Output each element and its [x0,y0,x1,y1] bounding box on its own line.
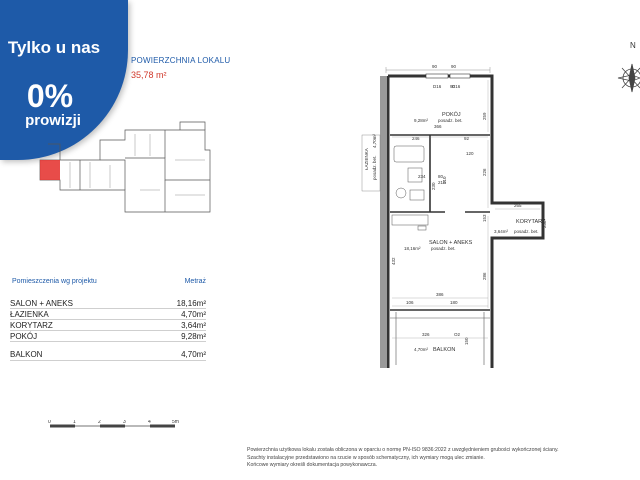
scale-tick: 1 [73,420,76,425]
dim-label: 235 [542,220,547,228]
dim-label: 92 [464,136,470,141]
dim-label: 210 [442,176,447,184]
promo-badge: Tylko u nas 0% prowizji [0,0,128,160]
room-name: ŁAZIENKA [10,310,49,319]
room-area: 9,28m² [181,332,206,341]
scale-unit: 5m [172,420,179,425]
dim-label: 432 [391,257,396,265]
room-area-balkon: 4,70m² [414,347,429,352]
room-name: BALKON [10,350,43,359]
promo-title: Tylko u nas [7,38,101,57]
dim-label: 153 [482,214,487,222]
scale-tick: 3 [123,420,126,425]
dim-label: 90 [451,64,457,69]
room-name: SALON + ANEKS [10,299,73,308]
room-area-korytarz: 3,64m² [494,229,509,234]
scale-bar: 0 1 2 3 4 5m [48,420,179,428]
room-floor-korytarz: posadz. bet. [514,229,539,234]
room-area: 4,70m² [181,310,206,319]
compass-north-label: N [630,41,636,50]
promo-percent: 0% [26,78,74,114]
footnote-line: Powierzchnia użytkowa lokalu została obl… [247,447,559,453]
room-floor-lazienka: posadz. bet. [372,155,377,180]
promo-subtitle: prowizji [25,112,81,129]
scale-tick: 2 [98,420,101,425]
dim-label: 90 [450,84,456,89]
scale-tick: 0 [48,420,51,425]
dim-label: 386 [436,292,444,297]
room-floor-salon: posadz. bet. [431,246,456,251]
dim-label: 326 [422,332,430,337]
room-label-salon: SALON + ANEKS [429,240,473,246]
floor-plan: 90 90 D16 D16 [361,64,547,368]
table-divider [10,360,206,361]
dim-label: 226 [482,168,487,176]
room-area-pokoj: 9,28m² [414,118,429,123]
footnote-line: Szachty instalacyjne przedstawiono na rz… [247,454,485,461]
dim-label: 150 [464,337,469,345]
room-name: POKÓJ [10,332,38,341]
footnote-line: Końcowe wymiary określi dokumentacja pow… [247,462,378,468]
table-row: ŁAZIENKA 4,70m² [10,309,206,320]
dim-label: 180 [450,300,458,305]
room-name: KORYTARZ [10,321,53,330]
rooms-table-header: Pomieszczenia wg projektu Metraż [10,278,206,285]
room-area-salon: 18,16m² [404,246,421,251]
dim-label: 286 [482,272,487,280]
dim-label: 106 [406,300,414,305]
room-area: 18,16m² [176,299,206,308]
table-row-balcony: BALKON 4,70m² [10,349,206,360]
unit-highlight [40,160,60,180]
door-label: D16 [452,84,461,89]
unit-area-label: POWIERZCHNIA LOKALU [131,56,231,65]
door-label: D16 [433,84,442,89]
dim-label: 80 [438,174,444,179]
room-area: 4,70m² [181,350,206,359]
room-label-korytarz: KORYTARZ [516,219,546,225]
dim-label: 230 [431,182,436,190]
room-label-pokoj: POKÓJ [442,111,461,118]
table-row: POKÓJ 9,28m² [10,331,206,342]
unit-area-value: 35,78 m² [131,70,167,80]
rooms-table: Pomieszczenia wg projektu Metraż SALON +… [10,278,206,361]
room-area: 3,64m² [181,321,206,330]
dim-label: 210 [438,180,446,185]
rooms-header-area: Metraż [184,278,206,285]
room-label-balkon: BALKON [433,347,455,353]
dim-label: 120 [466,151,474,156]
room-label-lazienka: ŁAZIENKA [364,148,369,170]
dim-label: 234 [418,174,426,179]
table-row: KORYTARZ 3,64m² [10,320,206,331]
key-plan [39,121,211,213]
dim-label: 265 [514,203,522,208]
dim-label: 90 [432,64,438,69]
room-floor-pokoj: posadz. bet. [438,118,463,123]
dim-label: 246 [412,136,420,141]
room-area-lazienka: 4,70m² [372,133,377,148]
footnote: Powierzchnia użytkowa lokalu została obl… [247,447,627,470]
door-label: O2 [454,332,461,337]
rooms-header-name: Pomieszczenia wg projektu [12,278,97,285]
table-row: SALON + ANEKS 18,16m² [10,298,206,309]
compass-icon: N [617,41,640,93]
dim-label: 259 [482,112,487,120]
dim-label: 366 [434,124,442,129]
scale-tick: 4 [148,420,151,425]
